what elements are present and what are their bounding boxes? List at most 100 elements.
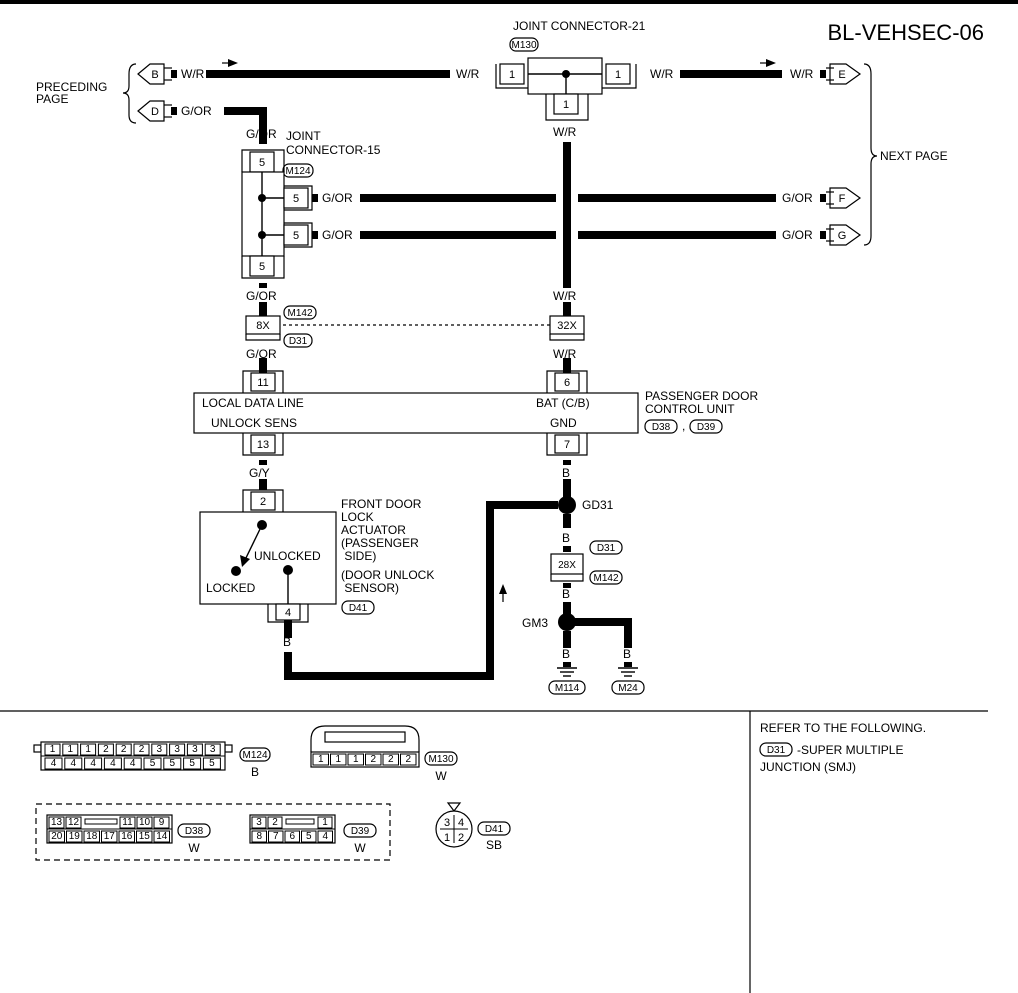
smj-connector: G/OR W/R 8X 32X M142 D31 G/OR W/R [245, 289, 585, 361]
d38-pin-cell [153, 816, 170, 829]
m124-pin: 1 [50, 744, 56, 755]
m124-pin-cell [151, 743, 168, 756]
wires [206, 70, 782, 680]
joint21-code: M130 [511, 40, 536, 51]
m124-pin-cell [103, 757, 122, 770]
gd31-splice [558, 496, 576, 514]
m124-pin: 3 [210, 744, 216, 755]
d38-pin-cell [48, 830, 65, 843]
joint15-code: M124 [285, 166, 310, 177]
m124-code: M124 [242, 750, 267, 761]
m124-pin-cell [186, 743, 203, 756]
pdcu-connector-group [35, 803, 391, 861]
m124-pin: 5 [189, 758, 195, 769]
pdcu-code-badge-1 [644, 419, 678, 434]
d38-pin: 18 [86, 831, 98, 842]
pdcu-unlock-sens-label: UNLOCK SENS [211, 416, 297, 430]
pdcu-gnd-label: GND [550, 416, 577, 430]
pdcu-name-2: CONTROL UNIT [645, 402, 735, 416]
m124-pin: 4 [71, 758, 77, 769]
pdcu-bat-label: BAT (C/B) [536, 396, 590, 410]
joint15-code-badge [282, 163, 314, 178]
m124-pin-cell [183, 757, 202, 770]
m130-pin: 1 [353, 754, 359, 765]
m124-code-badge [239, 747, 271, 762]
ref-letter-d: D [151, 106, 159, 118]
m124-pin: 3 [192, 744, 198, 755]
actuator-code: D41 [349, 603, 368, 614]
actuator-name-7: SENSOR) [341, 581, 399, 595]
smj-pin-right: 32X [557, 320, 577, 332]
d38-pin: 16 [121, 831, 133, 842]
ref-letter-g: G [838, 230, 847, 242]
m130-pin: 2 [388, 754, 394, 765]
smj-code-1: M142 [287, 308, 312, 319]
d39-pin: 2 [272, 817, 278, 828]
d38-pin: 15 [139, 831, 151, 842]
actuator-pin-4: 4 [285, 607, 291, 619]
wire-b-label: B [283, 635, 291, 649]
ground-smj-code-1: D31 [597, 543, 616, 554]
d38-pin-cell [101, 830, 118, 843]
d39-pin-cell [267, 816, 283, 829]
pdcu-pin-6: 6 [564, 377, 570, 389]
ref-arrow-d: D [137, 100, 177, 122]
m124-pin-cell [44, 743, 61, 756]
m130-pin: 1 [335, 754, 341, 765]
wire-gor-label: G/OR [782, 228, 813, 242]
d39-pin: 4 [322, 831, 328, 842]
ref-arrow-g: G [820, 224, 862, 246]
m124-pin: 3 [157, 744, 163, 755]
pdcu-pin-13: 13 [257, 439, 269, 451]
m130-pin-cell [382, 753, 399, 766]
ref-letter-e: E [838, 69, 845, 81]
m124-pin-cell [163, 757, 182, 770]
joint21-name: JOINT CONNECTOR-21 [513, 19, 646, 33]
d39-code-badge [343, 823, 377, 838]
m130-code: M130 [428, 754, 453, 765]
wire-wr-label: W/R [790, 67, 814, 81]
d41-color: SB [486, 838, 502, 852]
m124-pin: 1 [85, 744, 91, 755]
m124-pin-cell [80, 743, 97, 756]
d38-pin-cell [66, 830, 83, 843]
refer-text-1: -SUPER MULTIPLE [797, 743, 903, 757]
ground-smj-code-badge-2 [589, 570, 623, 585]
d39-pin-cell [284, 830, 300, 843]
wire-gor-label: G/OR [322, 228, 353, 242]
d38-pin: 19 [69, 831, 81, 842]
d38-pin-cell [136, 816, 153, 829]
d38-code: D38 [185, 826, 204, 837]
d41-pin-2: 2 [458, 832, 464, 844]
wire-wr-label: W/R [553, 347, 577, 361]
d41-pin-4: 4 [458, 817, 464, 829]
m130-pin-cell [347, 753, 364, 766]
m130-code-badge [424, 751, 458, 766]
d39-pin-cell [251, 816, 267, 829]
actuator-name-6: (DOOR UNLOCK [341, 568, 434, 582]
d38-pin: 17 [104, 831, 116, 842]
m130-pin-cell [400, 753, 417, 766]
d39-pin-cell [317, 816, 333, 829]
d39-pin-cell [251, 830, 267, 843]
d41-code: D41 [485, 824, 504, 835]
wire-gor-label: G/OR [782, 191, 813, 205]
wire-b-label: B [623, 647, 631, 661]
wire-gor-label: G/OR [181, 104, 212, 118]
d39-pin: 1 [322, 817, 328, 828]
m124-pin-cell [62, 743, 79, 756]
pdcu-pin-11: 11 [257, 377, 268, 389]
ground-smj-code-badge-1 [589, 540, 623, 555]
gm3-splice [558, 613, 576, 631]
wire-gor-label: G/OR [246, 347, 277, 361]
d38-pin: 9 [159, 817, 165, 828]
d41-code-badge [477, 821, 511, 836]
joint21-code-badge [509, 37, 539, 52]
m130-pin: 1 [318, 754, 324, 765]
ground-symbol-m24: M24 [611, 667, 645, 695]
gm3-label: GM3 [522, 616, 548, 630]
d38-pin: 12 [68, 817, 80, 828]
d39-pin: 8 [256, 831, 262, 842]
ground-symbol-m114: M114 [548, 667, 586, 695]
